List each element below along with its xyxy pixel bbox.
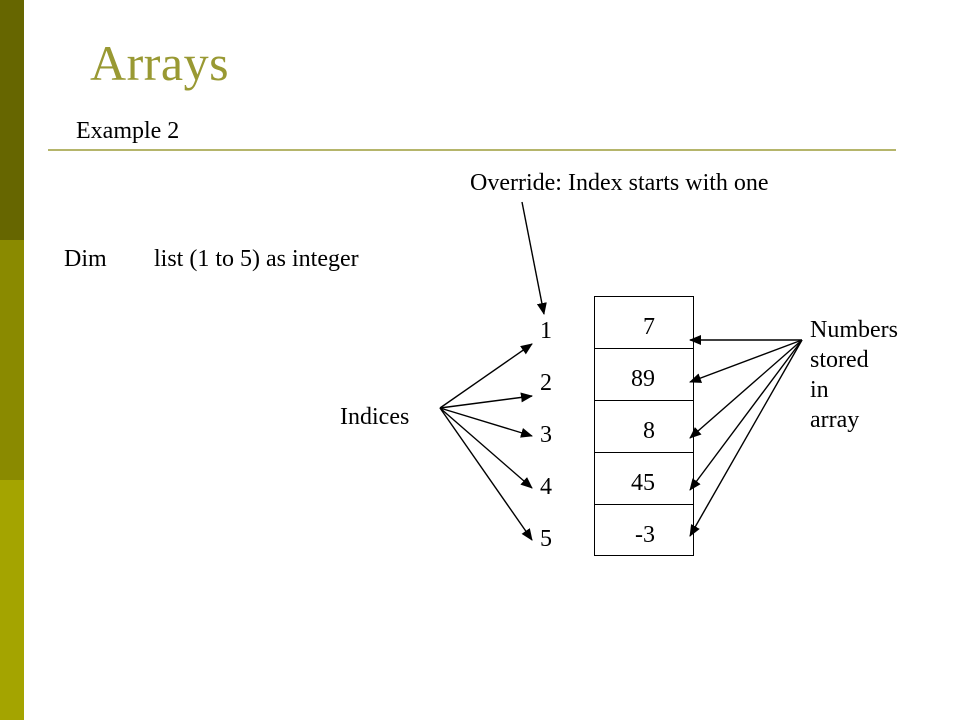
side-band-bottom (0, 480, 24, 720)
numbers-arrow (689, 339, 803, 439)
title-divider (48, 149, 896, 151)
array-box: 7 89 8 45 -3 (594, 296, 694, 556)
array-value-1: 7 (643, 314, 655, 340)
array-cell: 89 (595, 349, 693, 401)
index-1: 1 (540, 318, 552, 344)
array-cell: 8 (595, 401, 693, 453)
array-value-2: 89 (631, 366, 655, 392)
index-5: 5 (540, 526, 552, 552)
side-band-middle (0, 240, 24, 480)
numbers-arrow (689, 339, 803, 383)
indices-arrow (439, 343, 533, 409)
slide-subtitle: Example 2 (76, 118, 180, 144)
numbers-stored-label: Numbers stored in array (810, 315, 898, 435)
index-2: 2 (540, 370, 552, 396)
array-value-3: 8 (643, 418, 655, 444)
numbers-arrow (689, 339, 803, 491)
indices-arrow (439, 392, 533, 409)
dim-keyword: Dim (64, 246, 107, 272)
dim-declaration: list (1 to 5) as integer (154, 246, 359, 272)
slide-title: Arrays (90, 35, 230, 91)
array-cell: 45 (595, 453, 693, 505)
numbers-label-line: in (810, 377, 829, 403)
numbers-label-line: stored (810, 347, 869, 373)
indices-arrow (439, 407, 533, 541)
indices-label: Indices (340, 404, 410, 430)
numbers-label-line: array (810, 407, 860, 433)
numbers-arrow (689, 339, 803, 537)
numbers-label-line: Numbers (810, 317, 898, 343)
array-cell: 7 (595, 297, 693, 349)
array-value-4: 45 (631, 470, 655, 496)
side-band-top (0, 0, 24, 240)
override-arrow (521, 201, 547, 315)
indices-arrow (439, 407, 533, 489)
array-value-5: -3 (635, 522, 655, 548)
override-note: Override: Index starts with one (470, 170, 769, 196)
index-3: 3 (540, 422, 552, 448)
array-cell: -3 (595, 505, 693, 557)
indices-arrow (439, 407, 533, 438)
index-4: 4 (540, 474, 552, 500)
